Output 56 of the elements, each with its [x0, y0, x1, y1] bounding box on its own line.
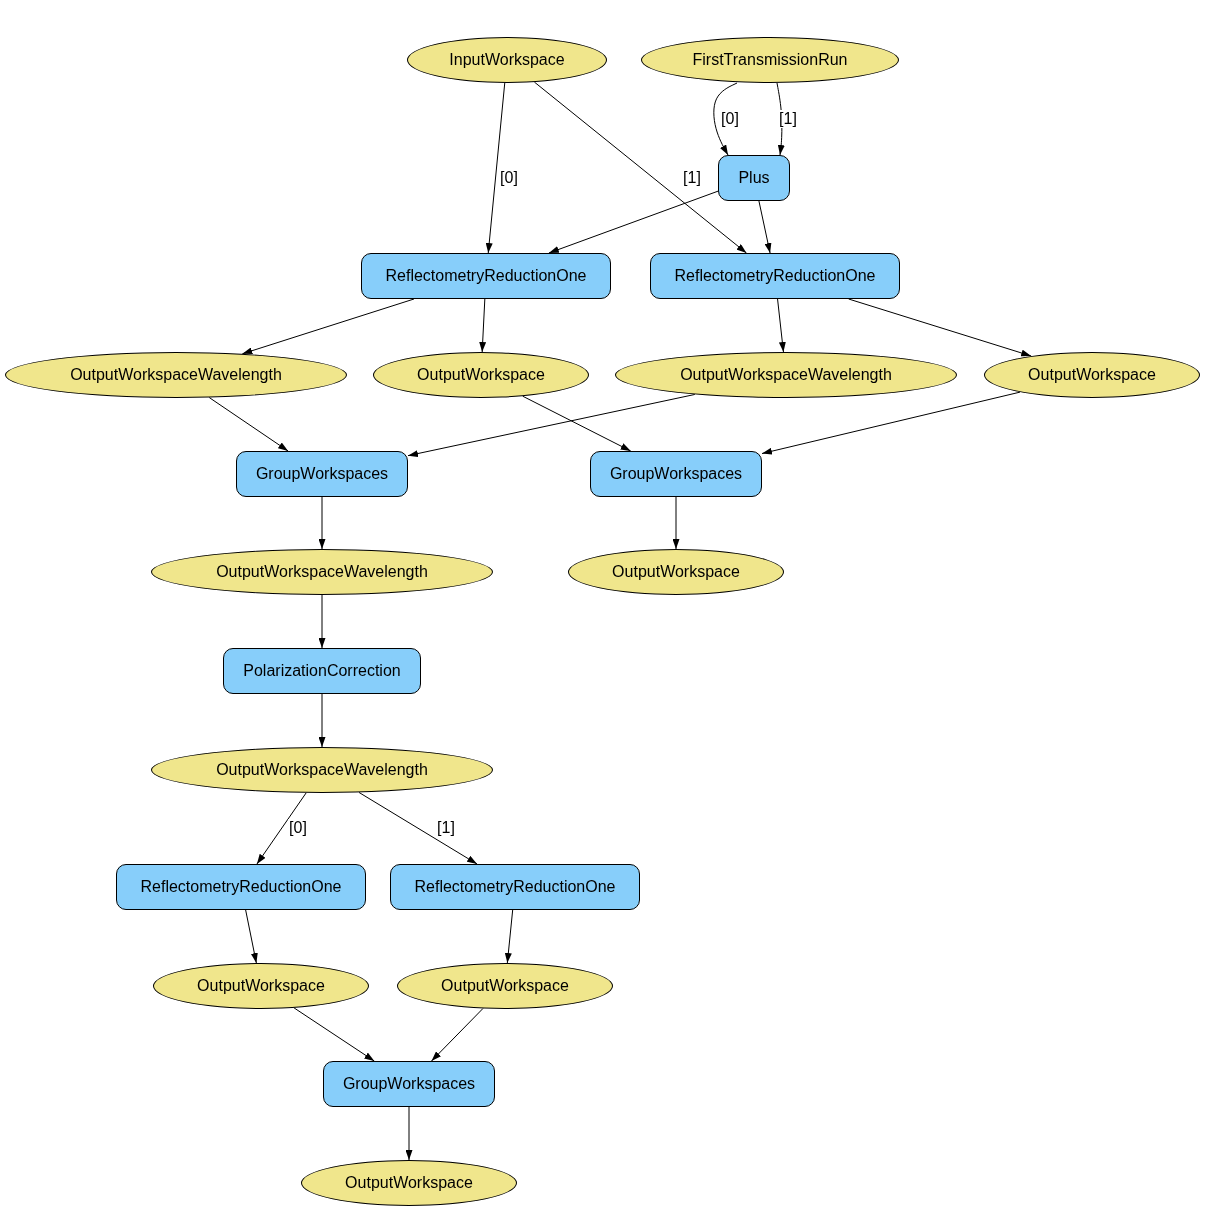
- node-label: FirstTransmissionRun: [692, 51, 848, 69]
- algorithm-box: [361, 253, 611, 299]
- arrow: [713, 82, 738, 156]
- arrow: [548, 190, 719, 254]
- arrow: [504, 909, 514, 964]
- node-label: OutputWorkspace: [612, 563, 740, 581]
- node-label: GroupWorkspaces: [609, 465, 743, 483]
- node-label: OutputWorkspaceWavelength: [680, 366, 892, 384]
- arrow: [245, 909, 258, 964]
- arrow: [479, 298, 487, 353]
- algorithm-box: [116, 864, 366, 910]
- edge-label: [1]: [436, 819, 456, 837]
- arrow: [318, 496, 326, 550]
- algorithm-box: [590, 451, 762, 497]
- algorithm-box: [718, 155, 790, 201]
- algorithm-box: [223, 648, 421, 694]
- node-label: OutputWorkspace: [1028, 366, 1156, 384]
- edge-label: [0]: [720, 110, 740, 128]
- node-label: OutputWorkspaceWavelength: [70, 366, 282, 384]
- arrow: [405, 1106, 413, 1161]
- arrow: [777, 298, 786, 353]
- node-label: OutputWorkspace: [345, 1174, 473, 1192]
- arrow: [672, 496, 680, 550]
- node-label: GroupWorkspaces: [255, 465, 389, 483]
- node-label: OutputWorkspaceWavelength: [216, 563, 428, 581]
- algorithm-box: [323, 1061, 495, 1107]
- algorithm-box: [650, 253, 900, 299]
- node-label: PolarizationCorrection: [243, 662, 401, 680]
- edge-label: [0]: [499, 169, 519, 187]
- arrow: [848, 298, 1032, 357]
- arrow: [318, 594, 326, 649]
- node-label: OutputWorkspace: [441, 977, 569, 995]
- arrow: [431, 1008, 484, 1062]
- node-label: OutputWorkspace: [197, 977, 325, 995]
- arrow: [758, 200, 772, 254]
- edge-label: [0]: [288, 819, 308, 837]
- arrow: [485, 82, 506, 254]
- arrow: [533, 81, 747, 254]
- edge-label: [1]: [778, 110, 798, 128]
- algorithm-box: [390, 864, 640, 910]
- arrow: [256, 792, 307, 865]
- node-label: Plus: [738, 169, 770, 187]
- arrow: [358, 791, 478, 865]
- arrow: [208, 397, 289, 452]
- algorithm-box: [236, 451, 408, 497]
- node-label: ReflectometryReductionOne: [385, 267, 587, 285]
- node-label: InputWorkspace: [449, 51, 565, 69]
- node-label: ReflectometryReductionOne: [674, 267, 876, 285]
- node-label: GroupWorkspaces: [342, 1075, 476, 1093]
- node-label: OutputWorkspace: [417, 366, 545, 384]
- node-label: ReflectometryReductionOne: [140, 878, 342, 896]
- node-label: ReflectometryReductionOne: [414, 878, 616, 896]
- node-label: OutputWorkspaceWavelength: [216, 761, 428, 779]
- edge-label: [1]: [682, 169, 702, 187]
- arrow: [761, 391, 1021, 455]
- arrow: [318, 693, 326, 748]
